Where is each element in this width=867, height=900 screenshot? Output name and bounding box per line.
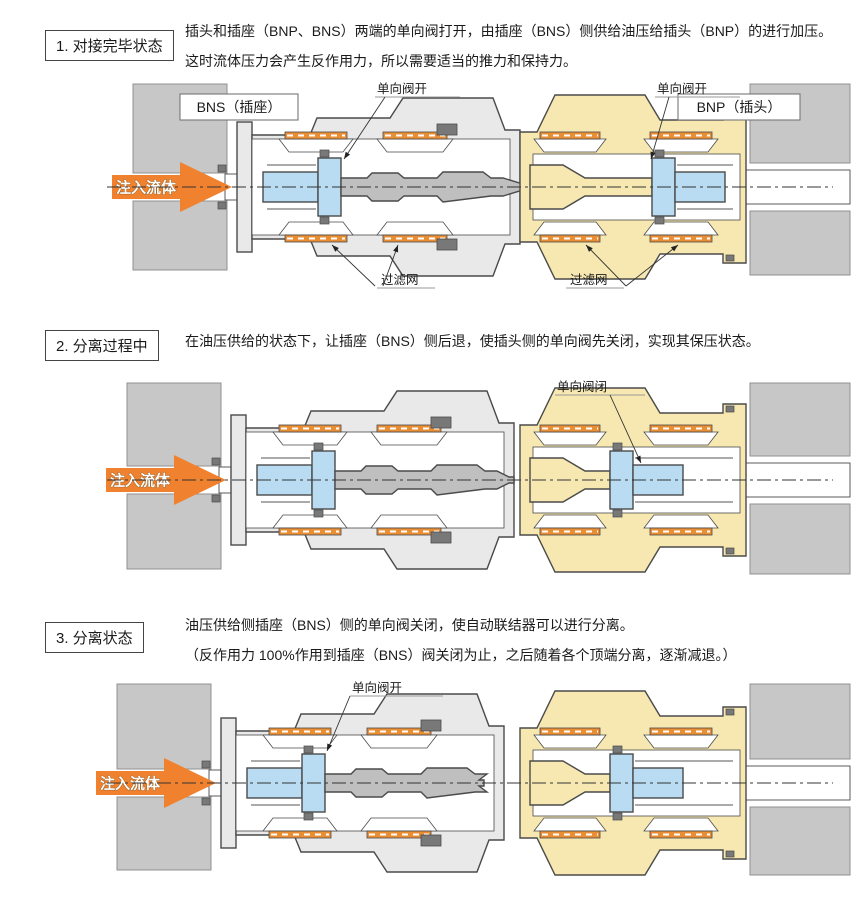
callout: 单向阀开 xyxy=(650,81,740,160)
step-2-description: 在油压供给的状态下，让插座（BNS）侧后退，使插头侧的单向阀先关闭，实现其保压状… xyxy=(185,326,865,356)
description-line: 油压供给侧插座（BNS）侧的单向阀关闭，使自动联结器可以进行分离。 xyxy=(185,617,634,633)
flow-arrow-label: 注入流体 xyxy=(100,775,161,793)
filter-screen xyxy=(533,817,607,839)
step-1-description: 插头和插座（BNP、BNS）两端的单向阀打开，由插座（BNS）侧供给油压给插头（… xyxy=(185,16,865,76)
bnp-plug-assembly xyxy=(519,382,851,575)
coupling-diagram-separating: 注入流体 单向阀闭 xyxy=(106,379,851,575)
left-mount-block-bottom xyxy=(132,200,228,271)
filter-screen xyxy=(262,727,338,749)
filter-screen xyxy=(533,727,607,749)
bns-socket-assembly: 注入流体 xyxy=(112,83,529,277)
bnp-plug-assembly xyxy=(519,683,851,876)
filter-screen xyxy=(533,514,607,536)
description-line: 插头和插座（BNP、BNS）两端的单向阀打开，由插座（BNS）侧供给油压给插头（… xyxy=(185,23,833,39)
step-1-label-box: 1. 对接完毕状态 xyxy=(45,30,174,61)
left-mount-block-bottom xyxy=(116,796,212,871)
part-label-box: BNP（插头） xyxy=(677,93,801,121)
right-mount-block-bottom xyxy=(749,210,851,276)
filter-screen xyxy=(278,131,354,153)
filter-screen xyxy=(643,221,719,243)
right-mount-block-top xyxy=(749,683,851,760)
step-3-description: 油压供给侧插座（BNS）侧的单向阀关闭，使自动联结器可以进行分离。 （反作用力 … xyxy=(185,610,865,670)
filter-screen xyxy=(272,424,348,446)
part-label-text: BNS（插座） xyxy=(197,99,282,115)
bns-socket-assembly: 注入流体 xyxy=(106,382,515,570)
filter-screen xyxy=(533,131,607,153)
callout: 过滤网 xyxy=(331,244,435,289)
callout: 单向阀开 xyxy=(343,81,460,160)
filter-screen xyxy=(278,221,354,243)
coupling-diagram-separated: 注入流体 单向阀开 xyxy=(96,680,851,876)
callout-text: 过滤网 xyxy=(570,273,608,287)
callout: 单向阀开 xyxy=(326,680,443,752)
callout-text: 单向阀开 xyxy=(657,81,707,96)
callout-text: 单向阀开 xyxy=(352,680,402,695)
right-mount-block-bottom xyxy=(749,503,851,575)
callout-text: 单向阀开 xyxy=(377,81,427,96)
callout: 过滤网 xyxy=(566,244,679,289)
filter-screen xyxy=(262,817,338,839)
step-3-label-box: 3. 分离状态 xyxy=(45,622,144,653)
flow-arrow: 注入流体 xyxy=(112,162,232,212)
left-mount-block-bottom xyxy=(126,493,222,570)
filter-screen xyxy=(643,131,719,153)
step-2-label-box: 2. 分离过程中 xyxy=(45,330,159,361)
right-mount-block-bottom xyxy=(749,806,851,876)
step-2-title: 2. 分离过程中 xyxy=(56,338,148,355)
callout-text: 过滤网 xyxy=(381,273,419,287)
part-label-text: BNP（插头） xyxy=(697,99,782,115)
right-mount-block-top xyxy=(749,382,851,457)
bns-socket-assembly: 注入流体 xyxy=(96,683,505,873)
filter-screen xyxy=(370,424,448,446)
description-line: （反作用力 100%作用到插座（BNS）阀关闭为止，之后随着各个顶端分离，逐渐减… xyxy=(185,647,737,663)
filter-screen xyxy=(643,424,719,446)
flow-arrow: 注入流体 xyxy=(96,758,216,808)
filter-screen xyxy=(376,221,454,243)
step-1-title: 1. 对接完毕状态 xyxy=(56,38,163,55)
callout-text: 单向阀闭 xyxy=(557,379,607,394)
callout: 单向阀闭 xyxy=(555,379,645,464)
filter-screen xyxy=(370,514,448,536)
filter-screen xyxy=(360,727,438,749)
filter-screen xyxy=(643,727,719,749)
filter-screen xyxy=(533,424,607,446)
description-line: 这时流体压力会产生反作用力，所以需要适当的推力和保持力。 xyxy=(185,53,577,69)
flow-arrow-label: 注入流体 xyxy=(116,179,177,197)
filter-screen xyxy=(643,514,719,536)
description-line: 在油压供给的状态下，让插座（BNS）侧后退，使插头侧的单向阀先关闭，实现其保压状… xyxy=(185,333,760,349)
part-label-box: BNS（插座） xyxy=(179,93,299,121)
filter-screen xyxy=(643,817,719,839)
step-3-title: 3. 分离状态 xyxy=(56,630,133,647)
filter-screen xyxy=(272,514,348,536)
filter-screen xyxy=(533,221,607,243)
left-mount-block-top xyxy=(116,683,212,770)
filter-screen xyxy=(376,131,454,153)
left-mount-block-top xyxy=(126,382,222,467)
filter-screen xyxy=(360,817,438,839)
